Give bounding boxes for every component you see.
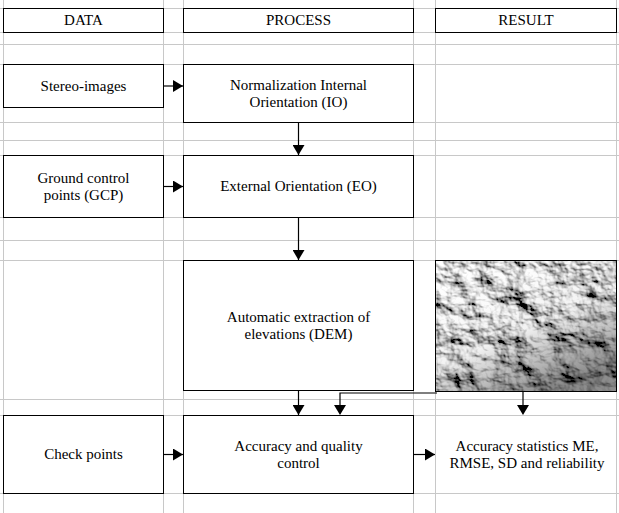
result-cell: Accuracy statistics ME, RMSE, SD and rel… (435, 415, 619, 494)
box-label: Normalization Internal Orientation (IO) (209, 77, 389, 111)
column-header: DATA (3, 8, 164, 33)
flow-arrow (298, 123, 299, 155)
flow-arrow (164, 454, 183, 455)
box-label: Accuracy and quality control (224, 438, 374, 472)
box-label: PROCESS (266, 12, 331, 29)
box-label: Automatic extraction of elevations (DEM) (211, 309, 386, 343)
box-label: Check points (44, 446, 123, 463)
box-label: Accuracy statistics ME, RMSE, SD and rel… (439, 438, 615, 472)
process-box: External Orientation (EO) (183, 155, 414, 218)
box-label: External Orientation (EO) (220, 178, 377, 195)
box-label: Stereo-images (41, 78, 127, 95)
column-header: PROCESS (183, 8, 414, 33)
flow-arrow (298, 218, 299, 260)
process-box: Accuracy and quality control (183, 415, 414, 494)
column-header: RESULT (435, 8, 617, 33)
data-box: Check points (3, 415, 164, 494)
box-label: DATA (64, 12, 103, 29)
process-box: Automatic extraction of elevations (DEM) (183, 260, 414, 391)
box-label: RESULT (498, 12, 553, 29)
data-box: Stereo-images (3, 64, 164, 108)
flow-arrow (164, 186, 183, 187)
flow-arrow (414, 454, 435, 455)
box-label: Ground control points (GCP) (23, 170, 145, 204)
flow-arrow (164, 85, 183, 86)
data-box: Ground control points (GCP) (3, 155, 164, 218)
flow-arrow (298, 391, 299, 415)
process-box: Normalization Internal Orientation (IO) (183, 64, 414, 123)
